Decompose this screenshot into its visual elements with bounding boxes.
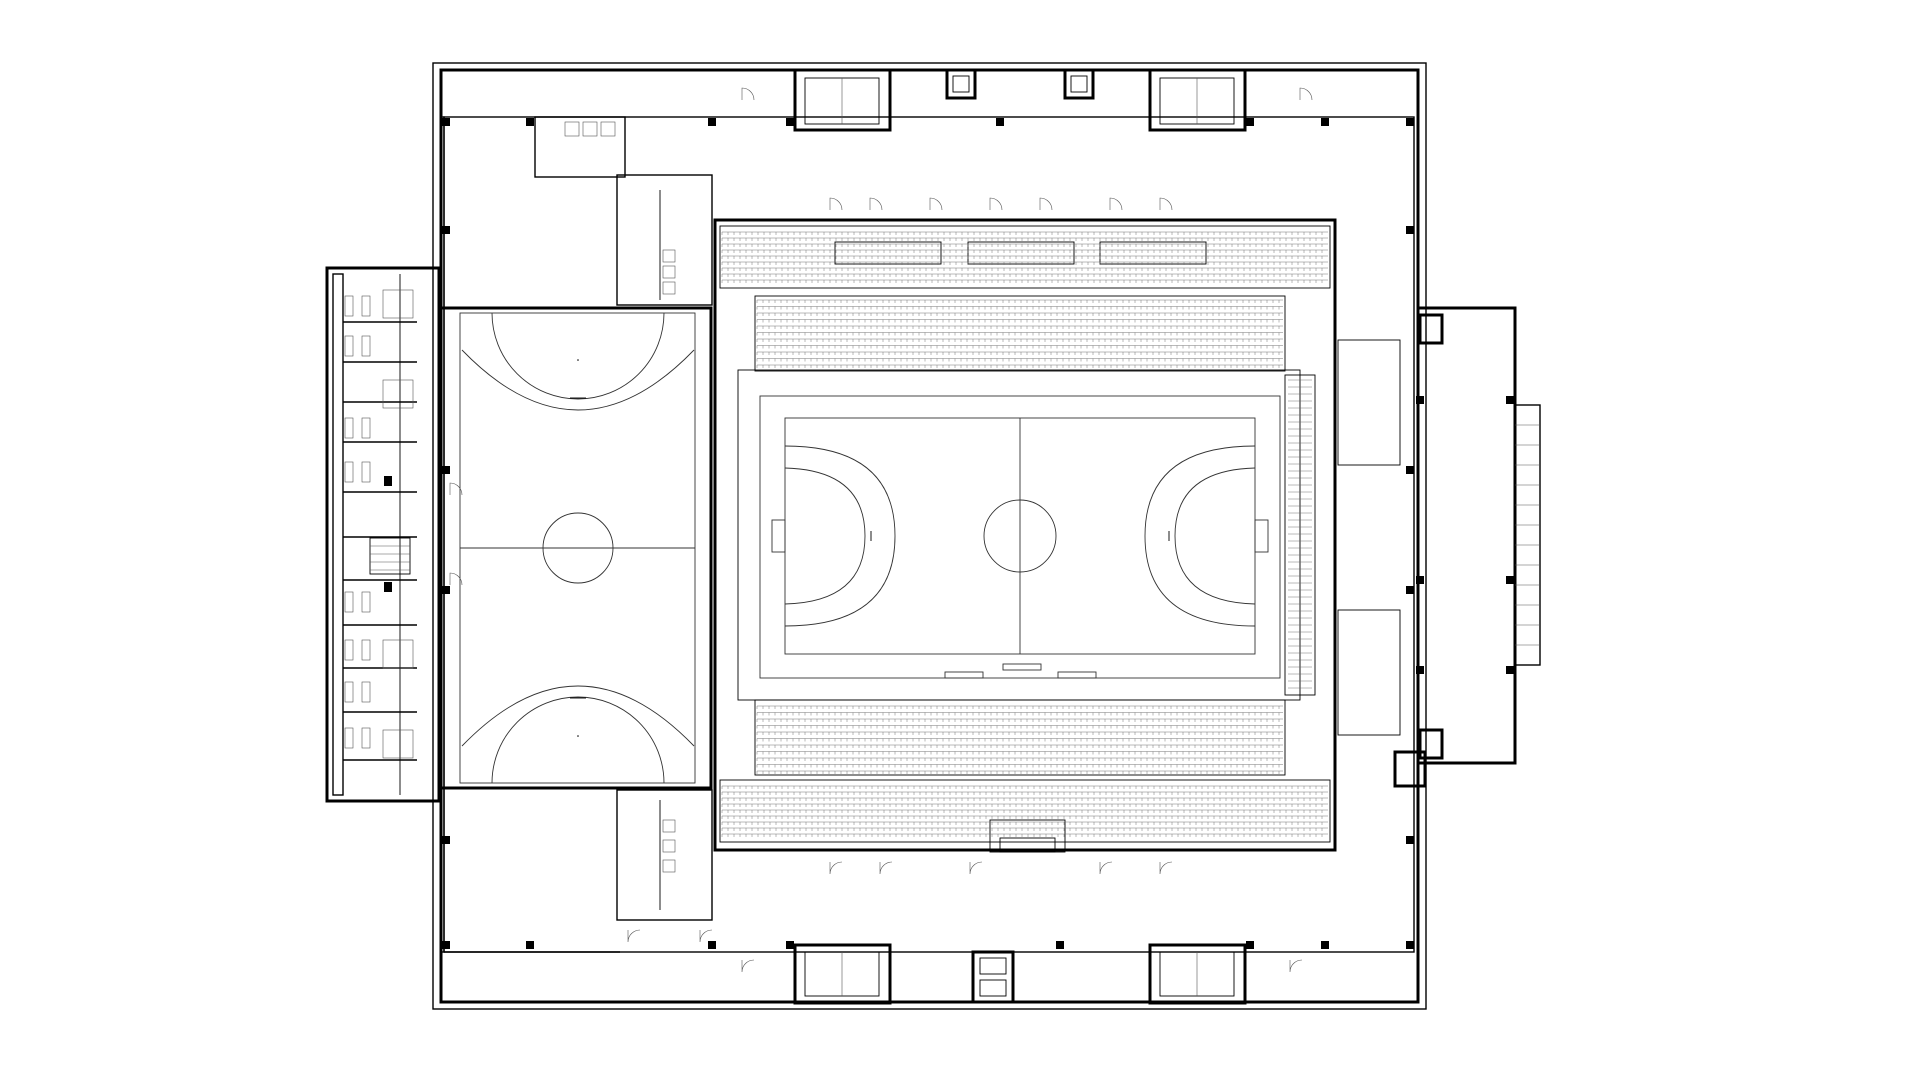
toilet-icon	[662, 249, 676, 295]
column-icon	[996, 118, 1004, 126]
column-icon	[1506, 576, 1514, 584]
column-icon	[708, 941, 716, 949]
core-north-east	[1148, 68, 1247, 132]
column-icon	[442, 586, 450, 594]
column-icon	[442, 226, 450, 234]
column-icon	[1321, 941, 1329, 949]
column-icon	[442, 118, 450, 126]
door-swing-icon	[929, 197, 943, 211]
door-swing-icon	[741, 959, 755, 973]
door-swing-icon	[869, 197, 883, 211]
door-swing-icon	[1159, 861, 1173, 875]
door-swings	[449, 87, 1313, 973]
door-swing-icon	[1289, 959, 1303, 973]
stair-icon	[369, 537, 411, 575]
column-icon	[442, 836, 450, 844]
door-swing-icon	[449, 572, 463, 586]
east-entrance-wing	[1337, 306, 1541, 788]
door-swing-icon	[1099, 861, 1113, 875]
elevator-icon	[971, 950, 1015, 1004]
core-south-east	[1148, 943, 1247, 1005]
column-icon	[1406, 118, 1414, 126]
door-swing-icon	[829, 197, 843, 211]
door-swing-icon	[879, 861, 893, 875]
door-swing-icon	[1159, 197, 1173, 211]
door-swing-icon	[1039, 197, 1053, 211]
toilet-block-north	[534, 116, 713, 306]
toilet-icon	[662, 819, 676, 873]
column-icon	[1416, 666, 1424, 674]
column-grid	[442, 118, 1514, 949]
stair-icon	[804, 77, 880, 125]
column-icon	[1321, 118, 1329, 126]
column-icon	[1246, 941, 1254, 949]
door-swing-icon	[989, 197, 1003, 211]
column-icon	[1246, 118, 1254, 126]
column-icon	[786, 118, 794, 126]
column-icon	[526, 941, 534, 949]
toilet-block-south	[444, 789, 713, 953]
changing-room-wing	[325, 266, 441, 803]
column-icon	[1416, 576, 1424, 584]
column-icon	[1406, 836, 1414, 844]
column-icon	[1056, 941, 1064, 949]
door-swing-icon	[1299, 87, 1313, 101]
stair-icon	[1159, 951, 1235, 997]
stair-icon	[804, 951, 880, 997]
door-swing-icon	[699, 929, 713, 943]
shower-cubicles	[382, 289, 414, 759]
core-north-west	[793, 68, 892, 132]
door-swing-icon	[449, 482, 463, 496]
column-icon	[1406, 586, 1414, 594]
column-icon	[442, 466, 450, 474]
column-icon	[708, 118, 716, 126]
column-icon	[1406, 941, 1414, 949]
north-stands	[719, 225, 1331, 372]
column-icon	[1506, 666, 1514, 674]
locker-rows	[344, 295, 371, 749]
building-envelope	[432, 62, 1427, 1010]
stair-icon	[1159, 77, 1235, 125]
door-swing-icon	[741, 87, 755, 101]
column-icon	[1416, 396, 1424, 404]
door-swing-icon	[1109, 197, 1123, 211]
column-icon	[1406, 466, 1414, 474]
seat-rows	[721, 231, 1328, 837]
door-swing-icon	[627, 929, 641, 943]
column-icon	[786, 941, 794, 949]
stair-icon	[1337, 339, 1401, 736]
column-icon	[1506, 396, 1514, 404]
elevator-icon	[1393, 313, 1444, 788]
column-icon	[526, 118, 534, 126]
door-swing-icon	[829, 861, 843, 875]
training-hall	[439, 306, 713, 790]
column-icon	[442, 941, 450, 949]
door-swing-icon	[969, 861, 983, 875]
column-icon	[1406, 226, 1414, 234]
main-arena	[713, 218, 1337, 853]
elevator-icon	[945, 68, 1095, 100]
core-south-west	[793, 943, 892, 1005]
